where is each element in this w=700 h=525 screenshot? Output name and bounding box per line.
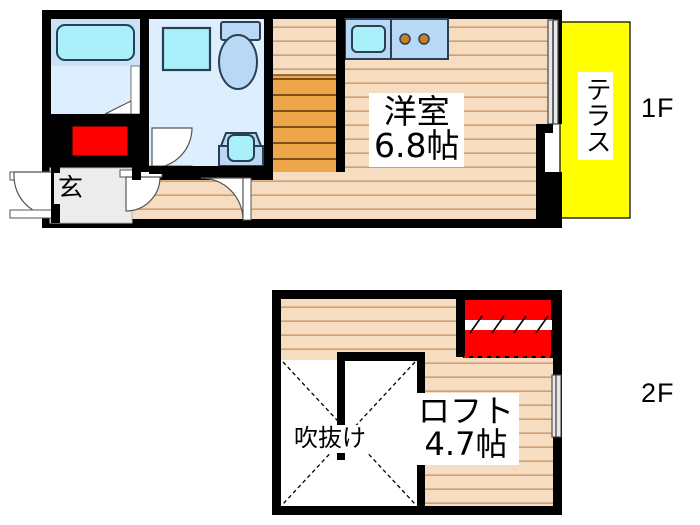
- stove-burner-icon: [418, 33, 430, 45]
- room-label-fukinuke: 吹抜け: [291, 425, 369, 453]
- loft-window: [551, 374, 562, 438]
- bathtub-icon: [56, 24, 135, 61]
- loft-closet: [456, 298, 553, 358]
- loft-name: ロフト: [418, 392, 515, 430]
- room-label-yoshitsu: 洋室 6.8帖: [369, 92, 465, 167]
- yoshitsu-name: 洋室: [383, 92, 450, 131]
- floor-label-2f: 2F: [641, 378, 675, 408]
- yoshitsu-area: 6.8帖: [374, 126, 460, 166]
- floor-label-1f: 1F: [641, 93, 675, 123]
- toilet-icon: [218, 34, 258, 90]
- kitchen-counter: [344, 18, 449, 60]
- loft-area: 4.7帖: [424, 425, 508, 464]
- shoe-cabinet-icon: [71, 125, 129, 157]
- stove-burner-icon: [399, 33, 411, 45]
- stair-treads-icon: [273, 75, 336, 172]
- terrace-sliding-window: [547, 19, 559, 125]
- floor-1f-group: [9, 10, 631, 228]
- staircase-1f: [273, 19, 336, 172]
- entrance-door: [9, 171, 57, 219]
- room-door: [200, 177, 252, 221]
- mirror-cabinet-icon: [161, 26, 212, 72]
- washbasin-icon: [227, 134, 255, 162]
- bathroom-area: [51, 19, 141, 115]
- kitchen-sink-icon: [351, 25, 386, 53]
- toilet-room-area: [149, 19, 264, 173]
- room-label-terrace: テラス: [578, 72, 614, 160]
- room-label-genkan: 玄: [54, 173, 88, 204]
- room-label-loft: ロフト 4.7帖: [413, 392, 520, 465]
